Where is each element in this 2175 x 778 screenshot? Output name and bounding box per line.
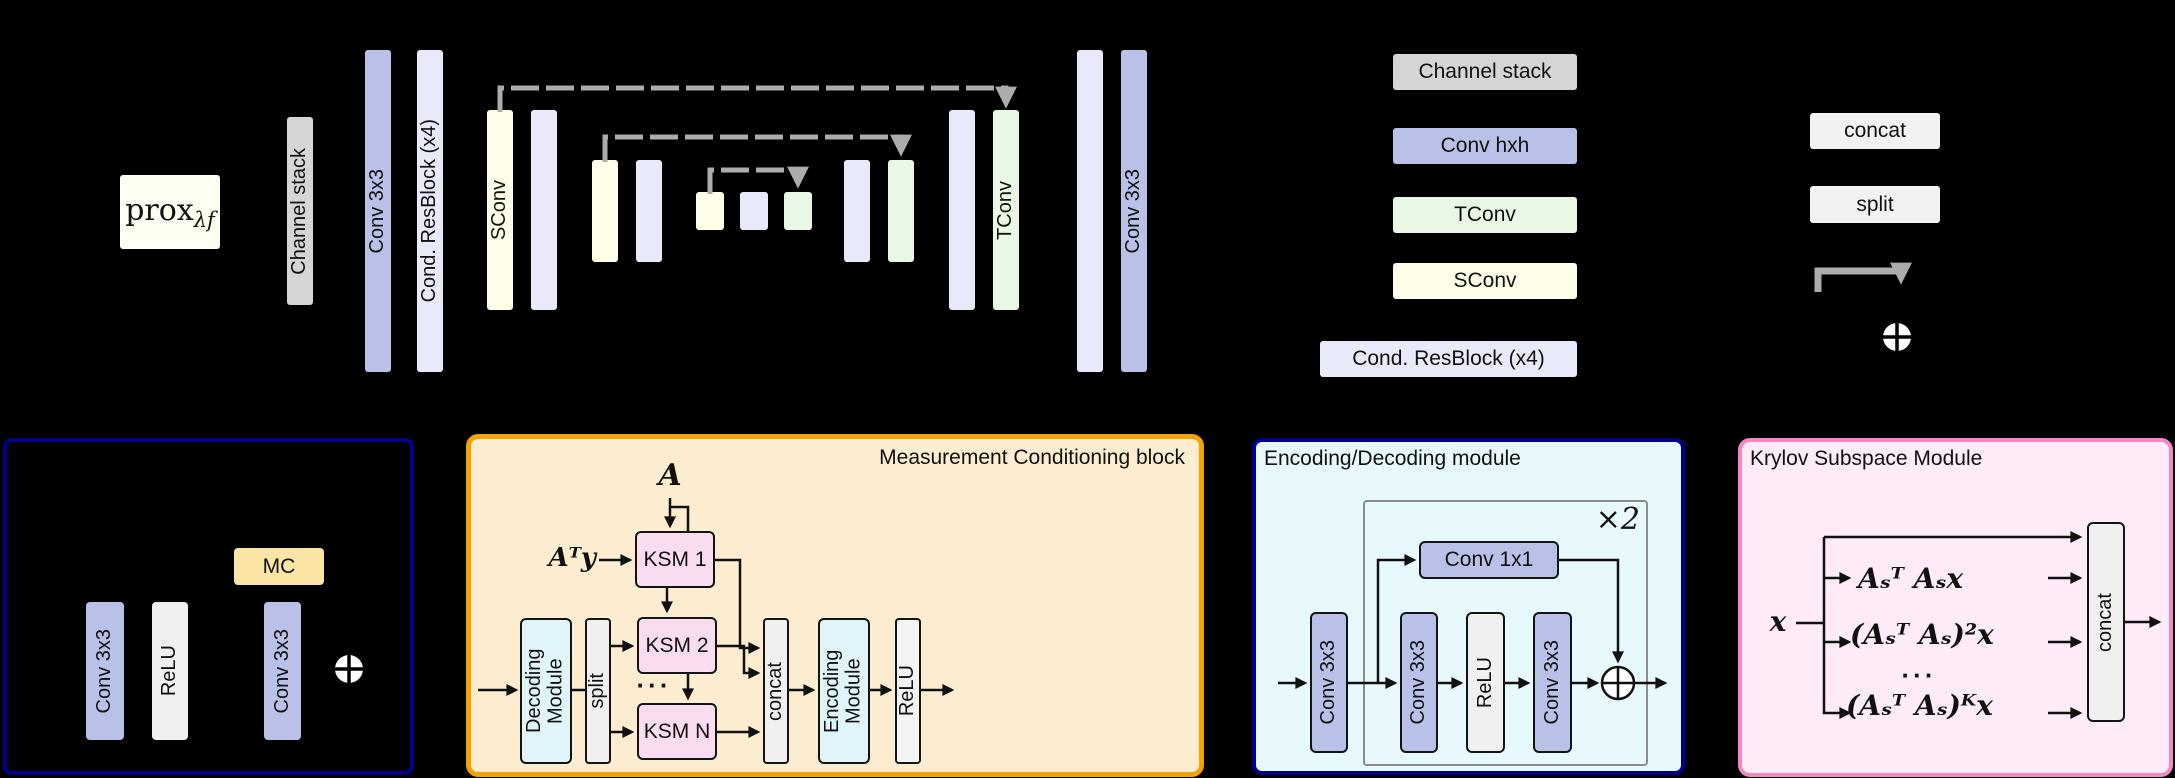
resblock-conv2: Conv 3x3 — [264, 602, 301, 740]
matrix-a-label: A — [658, 458, 682, 493]
cond-resblock-bar: Cond. ResBlock (x4) — [417, 50, 443, 372]
unet-bar — [949, 110, 975, 310]
legend-cond-resblock: Cond. ResBlock (x4) — [1320, 341, 1577, 377]
legend-concat: concat — [1810, 113, 1940, 149]
krylov-row-3: (Aₛᵀ Aₛ)ᴷx — [1846, 689, 1993, 722]
encdec-repeat-box — [1363, 500, 1648, 766]
aty-label: Aᵀy — [548, 543, 596, 573]
skip-connection-outer — [497, 85, 1017, 112]
resblock-conv1: Conv 3x3 — [86, 602, 124, 740]
krylov-concat-box: concat — [2087, 522, 2125, 722]
krylov-x-label: x — [1769, 605, 1787, 638]
skip-connection-inner — [707, 166, 809, 194]
encdec-conv-c: Conv 3x3 — [1533, 612, 1572, 753]
prox-operator-box: proxλf — [120, 175, 220, 249]
conv3x3-input-bar: Conv 3x3 — [365, 50, 391, 372]
mc-block-title: Measurement Conditioning block — [879, 446, 1185, 469]
decoding-module-box: Decoding Module — [520, 618, 572, 764]
skip-connection-middle — [602, 134, 912, 162]
unet-bar — [888, 160, 914, 262]
prox-label: proxλf — [125, 192, 215, 232]
times2-label: ×2 — [1595, 502, 1640, 537]
encoding-module-box: Encoding Module — [818, 618, 870, 764]
mc-concat-box: concat — [763, 618, 789, 764]
conv3x3-output-bar: Conv 3x3 — [1121, 50, 1147, 372]
mc-relu-box: ReLU — [895, 618, 921, 764]
mc-tag: MC — [234, 548, 324, 585]
split-box: split — [585, 618, 611, 764]
conv1x1-box: Conv 1x1 — [1419, 541, 1559, 579]
unet-bar — [784, 192, 812, 230]
resblock-relu: ReLU — [152, 602, 188, 740]
unet-bar — [592, 160, 618, 262]
channel-stack-bar: Channel stack — [287, 117, 313, 305]
legend-channel-stack: Channel stack — [1393, 54, 1577, 90]
encdec-title: Encoding/Decoding module — [1264, 447, 1521, 470]
unet-bar — [844, 160, 870, 262]
legend-sconv: SConv — [1393, 263, 1577, 299]
krylov-row-1: Aₛᵀ Aₛx — [1858, 562, 1964, 595]
unet-bar — [531, 110, 557, 310]
unet-bar — [1077, 50, 1103, 372]
tconv-bar: TConv — [993, 110, 1019, 310]
krylov-ellipsis: ··· — [1901, 660, 1937, 690]
encdec-conv-a: Conv 3x3 — [1310, 612, 1348, 753]
legend-skip-arrow-icon — [1814, 262, 1912, 292]
unet-bar — [636, 160, 662, 262]
legend-sum-icon — [1883, 323, 1911, 351]
krylov-title: Krylov Subspace Module — [1750, 447, 1983, 470]
legend-tconv: TConv — [1393, 197, 1577, 233]
krylov-row-2: (Aₛᵀ Aₛ)²x — [1850, 618, 1994, 651]
encdec-conv-b: Conv 3x3 — [1400, 612, 1438, 753]
encdec-relu: ReLU — [1466, 612, 1505, 753]
ksm-ellipsis: ··· — [636, 670, 672, 700]
legend-conv-hxh: Conv hxh — [1393, 128, 1577, 164]
ksm1-box: KSM 1 — [635, 531, 715, 588]
resblock-panel — [3, 438, 414, 775]
unet-bar — [696, 192, 724, 230]
unet-bar — [740, 192, 768, 230]
skip-connections — [497, 85, 1912, 292]
ksm2-box: KSM 2 — [637, 617, 717, 674]
ksmn-box: KSM N — [637, 703, 717, 760]
legend-split: split — [1810, 186, 1940, 223]
sconv-bar: SConv — [487, 110, 513, 310]
